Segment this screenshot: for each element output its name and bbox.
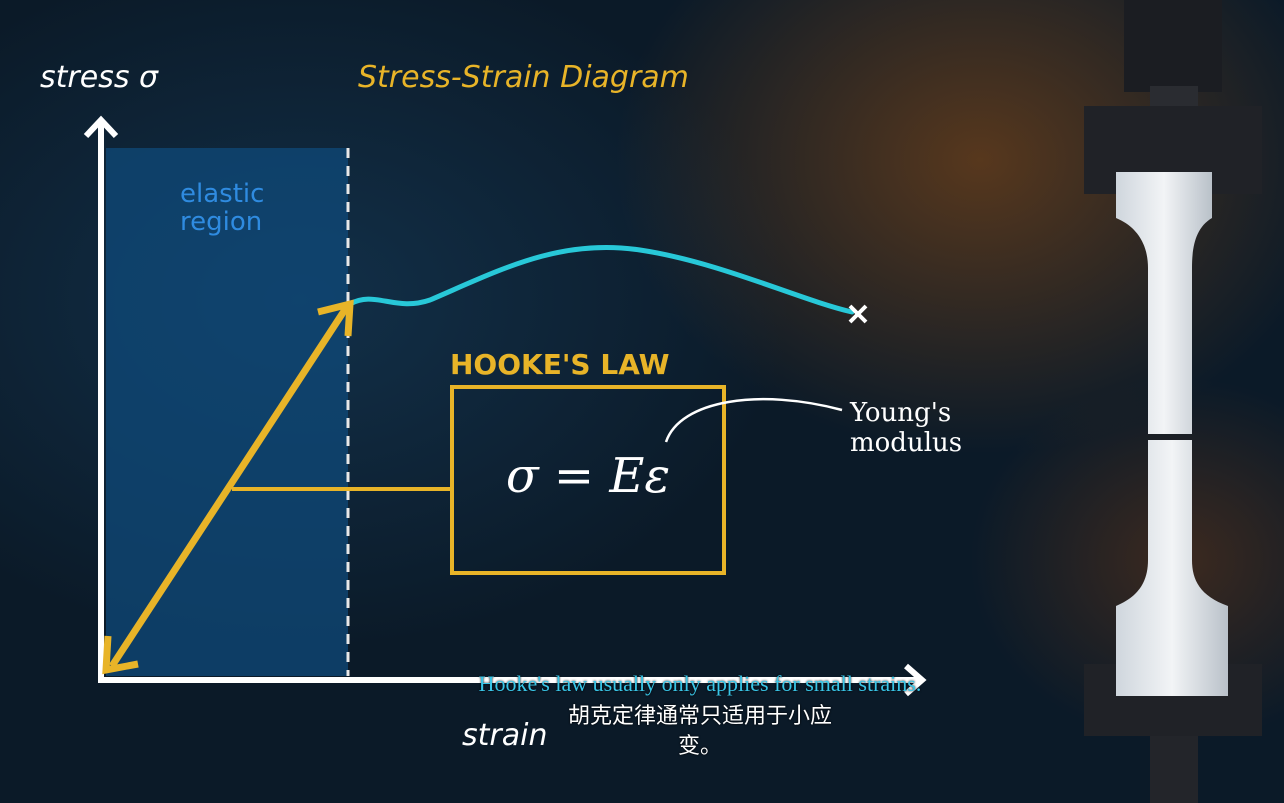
plastic-curve [347, 244, 855, 315]
linear-arrow-head-top [317, 299, 354, 337]
tensile-specimen-illustration [1084, 0, 1262, 803]
y-axis-arrow [83, 115, 119, 139]
hooke-law-title: HOOKE'S LAW [450, 348, 670, 381]
fracture-mark [848, 304, 868, 324]
subtitle-chinese: 胡克定律通常只适用于小应变。 [567, 704, 832, 759]
x-axis-label: strain [462, 718, 548, 753]
elastic-region-label: elastic region [180, 179, 265, 237]
hooke-equation: σ = Eε [505, 448, 671, 504]
linear-arrow-head-bottom [102, 635, 139, 675]
youngs-modulus-label: Young's modulus [850, 398, 963, 458]
hooke-law-box [450, 385, 726, 575]
x-axis-arrow [904, 663, 927, 697]
youngs-modulus-pointer [664, 397, 843, 443]
y-axis-label: stress σ [40, 60, 158, 95]
diagram-title: Stress-Strain Diagram [358, 60, 689, 95]
subtitle-block: Hooke's law usually only applies for sma… [450, 670, 950, 762]
elastic-region [106, 148, 348, 676]
linear-elastic-line [109, 306, 349, 668]
subtitle-english: Hooke's law usually only applies for sma… [478, 671, 922, 696]
